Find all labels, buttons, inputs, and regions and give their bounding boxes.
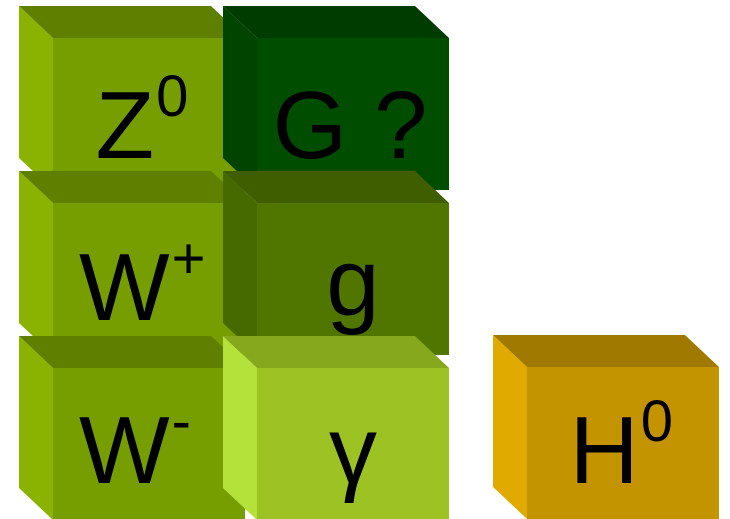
- cube-z0: Z0: [19, 6, 245, 190]
- particle-superscript: -: [172, 389, 191, 454]
- cube-photon: γ: [223, 336, 449, 519]
- particle-symbol: Z: [95, 72, 154, 179]
- cube-label-photon: γ: [329, 397, 377, 504]
- particle-symbol: W: [79, 397, 170, 504]
- cube-front-face: [257, 368, 449, 519]
- particle-superscript: 0: [641, 389, 673, 454]
- particle-symbol: G ?: [273, 72, 428, 179]
- cube-side-face: [223, 171, 257, 355]
- cube-front-face: [257, 38, 449, 190]
- cube-higgs: H0: [493, 335, 719, 519]
- cube-label-w-minus: W-: [79, 389, 191, 504]
- particle-symbol: g: [326, 229, 379, 336]
- cube-top-face: [19, 336, 245, 368]
- cube-top-face: [223, 336, 449, 368]
- cube-side-face: [19, 6, 53, 190]
- cube-side-face: [19, 336, 53, 519]
- cube-label-w-plus: W+: [79, 226, 205, 341]
- cube-front-face: [53, 38, 245, 190]
- cube-top-face: [493, 335, 719, 367]
- particle-superscript: 0: [156, 64, 188, 129]
- cube-side-face: [19, 171, 53, 355]
- cube-front-face: [527, 367, 719, 519]
- cube-side-face: [493, 335, 527, 519]
- cube-top-face: [19, 171, 245, 203]
- cube-w-plus: W+: [19, 171, 245, 355]
- cube-top-face: [223, 171, 449, 203]
- particle-symbol: H: [569, 397, 638, 504]
- cube-front-face: [53, 368, 245, 519]
- cube-front-face: [257, 203, 449, 355]
- particle-superscript: +: [172, 226, 206, 291]
- cube-label-z0: Z0: [95, 64, 188, 179]
- cube-w-minus: W-: [19, 336, 245, 519]
- particle-symbol: γ: [329, 397, 377, 504]
- cube-front-face: [53, 203, 245, 355]
- cube-label-gluon: g: [326, 229, 379, 336]
- particle-symbol: W: [79, 234, 170, 341]
- cube-label-g-question: G ?: [273, 72, 428, 179]
- cube-label-higgs: H0: [569, 389, 673, 504]
- cube-side-face: [223, 6, 257, 190]
- cube-top-face: [223, 6, 449, 38]
- cube-top-face: [19, 6, 245, 38]
- cube-gluon: g: [223, 171, 449, 355]
- cube-g-question: G ?: [223, 6, 449, 190]
- cube-side-face: [223, 336, 257, 519]
